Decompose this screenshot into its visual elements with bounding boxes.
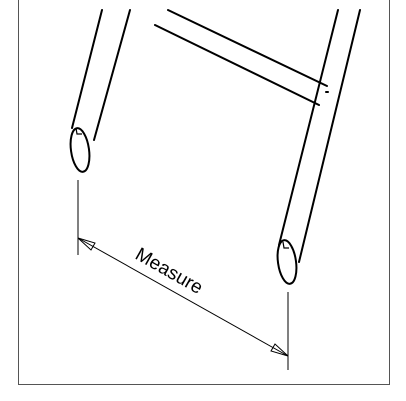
dimension-line [77,237,289,357]
arrowhead-left [77,237,96,251]
left-leg [69,9,131,173]
measure-label: Measure [132,244,207,299]
extension-lines [77,180,289,370]
arrowhead-right [270,343,289,357]
right-leg [276,9,361,285]
diagram-frame [18,0,390,385]
cross-brace [154,9,329,106]
